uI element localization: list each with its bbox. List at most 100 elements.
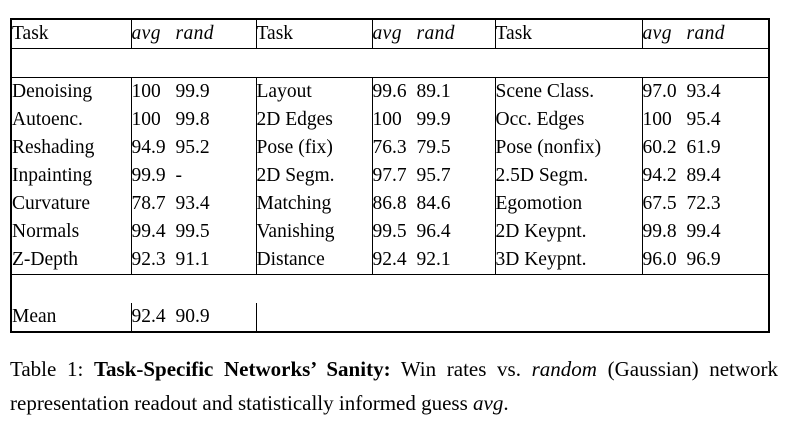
cell-avg: 76.3: [372, 137, 407, 159]
cell-task: Matching: [255, 190, 372, 218]
header-task-2: Task: [255, 19, 372, 49]
cell-avg: 97.0: [642, 81, 677, 103]
mean-rand: 90.9: [175, 306, 210, 328]
cell-rand: 99.5: [175, 221, 210, 243]
cell-task: Vanishing: [255, 218, 372, 246]
cell-rand: 96.4: [416, 221, 451, 243]
mean-separator-rule: [11, 274, 769, 303]
header-rand-3: rand: [686, 23, 725, 45]
cell-avg: 92.3: [131, 249, 166, 271]
cell-avg: 60.2: [642, 137, 677, 159]
cell-rand: 93.4: [686, 81, 721, 103]
cell-avg: 96.0: [642, 249, 677, 271]
cell-task: Layout: [255, 77, 372, 106]
caption-italic-random: random: [531, 357, 597, 381]
cell-task: Egomotion: [494, 190, 642, 218]
caption-label: Table 1:: [10, 357, 84, 381]
mean-avg: 92.4: [131, 306, 166, 328]
header-double-rule: [11, 48, 769, 78]
cell-task: Autoenc.: [12, 109, 83, 131]
cell-rand: 99.4: [686, 221, 721, 243]
header-avg-2: avg: [372, 23, 402, 45]
cell-rand: 99.8: [175, 109, 210, 131]
cell-rand: -: [175, 165, 183, 187]
cell-values: 92.3 91.1: [130, 246, 256, 275]
cell-avg: 99.6: [372, 81, 407, 103]
cell-task: 2D Keypnt.: [494, 218, 642, 246]
cell-rand: 93.4: [175, 193, 210, 215]
cell-rand: 79.5: [416, 137, 451, 159]
cell-rand: 95.2: [175, 137, 210, 159]
cell-values: 97.7 95.7: [371, 162, 495, 190]
double-rule: [11, 48, 769, 78]
cell-avg: 99.9: [131, 165, 166, 187]
header-task-3: Task: [494, 19, 642, 49]
cell-avg: 99.5: [372, 221, 407, 243]
caption-title: Task-Specific Networks’ Sanity:: [93, 357, 391, 381]
cell-rand: 92.1: [416, 249, 451, 271]
cell-task: Normals: [12, 221, 80, 243]
mean-task-label: Mean: [12, 306, 57, 328]
cell-values: 60.2 61.9: [641, 134, 769, 162]
cell-avg: 67.5: [642, 193, 677, 215]
header-avg-1: avg: [131, 23, 161, 45]
cell-values: 67.5 72.3: [641, 190, 769, 218]
cell-rand: 61.9: [686, 137, 721, 159]
cell-values: 99.9-: [130, 162, 256, 190]
single-rule: [11, 274, 769, 303]
cell-rand: 95.4: [686, 109, 721, 131]
caption-italic-avg: avg: [473, 391, 504, 416]
cell-avg: 94.2: [642, 165, 677, 187]
cell-rand: 99.9: [416, 109, 451, 131]
cell-task: Reshading: [12, 137, 95, 159]
cell-task: 2D Edges: [255, 106, 372, 134]
cell-task: Pose (nonfix): [494, 134, 642, 162]
cell-avg: 78.7: [131, 193, 166, 215]
cell-rand: 72.3: [686, 193, 721, 215]
table-row-mean: Mean 92.4 90.9: [11, 303, 769, 332]
cell-task: Curvature: [12, 193, 90, 215]
cell-values: 76.3 79.5: [371, 134, 495, 162]
cell-values: 99.4 99.5: [130, 218, 256, 246]
cell-values: 99.8 99.4: [641, 218, 769, 246]
table-caption: Table 1: Task-Specific Networks’ Sanity:…: [10, 352, 778, 420]
header-rand-1: rand: [175, 23, 214, 45]
cell-avg: 99.8: [642, 221, 677, 243]
cell-rand: 84.6: [416, 193, 451, 215]
cell-values: 94.2 89.4: [641, 162, 769, 190]
cell-rand: 89.4: [686, 165, 721, 187]
caption-body-3: .: [503, 391, 509, 416]
cell-task: Scene Class.: [494, 77, 642, 106]
cell-task: Z-Depth: [12, 249, 79, 271]
cell-values: 97.0 93.4: [641, 77, 769, 106]
cell-avg: 99.4: [131, 221, 166, 243]
cell-avg: 100: [131, 109, 161, 131]
cell-rand: 99.9: [175, 81, 210, 103]
cell-task: 2.5D Segm.: [494, 162, 642, 190]
cell-rand: 95.7: [416, 165, 451, 187]
cell-values: 100 99.8: [130, 106, 256, 134]
cell-rand: 91.1: [175, 249, 210, 271]
header-task-1: Task: [12, 23, 49, 45]
cell-task: 2D Segm.: [255, 162, 372, 190]
cell-task: Denoising: [12, 81, 93, 103]
mean-empty-cell: [255, 303, 769, 332]
cell-rand: 96.9: [686, 249, 721, 271]
cell-avg: 97.7: [372, 165, 407, 187]
